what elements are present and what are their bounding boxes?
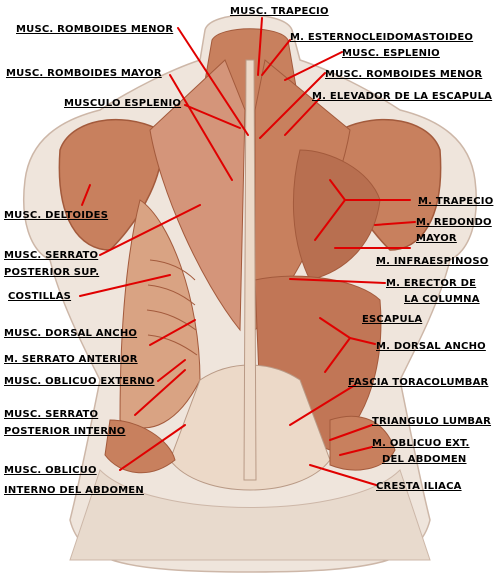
- leader-cresta: [309, 464, 377, 486]
- leader-serrato-sup: [99, 204, 201, 256]
- label-dorsal-ancho-right: M. DORSAL ANCHO: [376, 341, 486, 352]
- label-costillas: COSTILLAS: [8, 291, 72, 302]
- left-trapezius-muscle: [149, 59, 246, 332]
- label-triangulo-lumbar: TRIANGULO LUMBAR: [372, 416, 492, 427]
- label-erector-line1: M. ERECTOR DE: [386, 278, 477, 289]
- label-escapula: ESCAPULA: [362, 314, 423, 325]
- label-romboides-menor-right: MUSC. ROMBOIDES MENOR: [325, 69, 483, 80]
- leader-dorsal-r2: [349, 337, 376, 345]
- leader-erector: [289, 278, 386, 284]
- leader-serrato-int: [134, 369, 186, 416]
- leader-deltoides: [81, 184, 91, 206]
- right-oblique-muscle: [329, 415, 396, 471]
- leader-trapecio-r1: [329, 179, 346, 201]
- label-oblicuo-int-line2: INTERNO DEL ABDOMEN: [4, 485, 144, 496]
- spine: [243, 59, 257, 481]
- leader-oblicuo-ext-r: [339, 446, 373, 456]
- rib-lines: [146, 259, 198, 356]
- label-esplenio-right: MUSC. ESPLENIO: [342, 48, 440, 59]
- left-rib-region: [119, 199, 201, 429]
- leader-serrato-ant: [149, 319, 196, 346]
- leader-redondo: [374, 221, 416, 226]
- label-oblicuo-ext-right-line2: DEL ABDOMEN: [382, 454, 467, 465]
- leader-lines: [79, 17, 416, 486]
- label-fascia-toracolumbar: FASCIA TORACOLUMBAR: [348, 377, 489, 388]
- label-esplenio-left: MUSCULO ESPLENIO: [64, 98, 182, 109]
- left-oblique-muscle: [104, 419, 176, 474]
- label-oblicuo-int-line1: MUSC. OBLICUO: [4, 465, 97, 476]
- leader-esplenio-r: [284, 51, 343, 81]
- label-esternocleidomastoideo: M. ESTERNOCLEIDOMASTOIDEO: [290, 32, 474, 43]
- label-infraespinoso: M. INFRAESPINOSO: [376, 256, 489, 267]
- label-redondo-line2: MAYOR: [416, 233, 457, 244]
- label-deltoides: MUSC. DELTOIDES: [4, 210, 109, 221]
- leader-romboides-mayor-l: [169, 74, 233, 181]
- label-erector-line2: LA COLUMNA: [404, 294, 480, 305]
- label-serrato-sup-line1: MUSC. SERRATO: [4, 250, 99, 261]
- label-elevador-escapula: M. ELEVADOR DE LA ESCAPULA: [312, 91, 493, 102]
- label-romboides-menor-left: MUSC. ROMBOIDES MENOR: [16, 24, 174, 35]
- pelvis-region: [69, 469, 431, 561]
- label-redondo-line1: M. REDONDO: [416, 217, 492, 228]
- label-trapecio-right: M. TRAPECIO: [418, 196, 494, 207]
- label-oblicuo-ext-right-line1: M. OBLICUO EXT.: [372, 438, 470, 449]
- leader-oblicuo-ext-l: [157, 359, 186, 382]
- leader-trapecio-top: [257, 17, 263, 76]
- leader-fascia: [289, 384, 356, 426]
- label-serrato-int-line2: POSTERIOR INTERNO: [4, 426, 126, 437]
- label-trapecio-top: MUSC. TRAPECIO: [230, 6, 329, 17]
- label-dorsal-ancho-left: MUSC. DORSAL ANCHO: [4, 328, 138, 339]
- leader-triangulo: [329, 424, 373, 441]
- leader-romboides-menor-l: [177, 27, 249, 136]
- leader-romboides-menor-r: [259, 72, 326, 139]
- leader-esternocleido: [261, 39, 291, 76]
- label-serrato-sup-line2: POSTERIOR SUP.: [4, 267, 100, 278]
- label-cresta-iliaca: CRESTA ILIACA: [376, 481, 462, 492]
- leader-trapecio-r3: [314, 199, 346, 241]
- label-serrato-int-line1: MUSC. SERRATO: [4, 409, 99, 420]
- label-oblicuo-externo-left: MUSC. OBLICUO EXTERNO: [4, 376, 155, 387]
- leader-dorsal-r3: [324, 337, 351, 373]
- leader-elevador: [284, 97, 321, 136]
- leader-oblicuo-int: [119, 424, 186, 471]
- leader-esplenio-l: [184, 104, 241, 129]
- leader-costillas: [79, 274, 171, 297]
- leader-dorsal-r1: [319, 317, 351, 339]
- label-serrato-anterior: M. SERRATO ANTERIOR: [4, 354, 138, 365]
- label-romboides-mayor-left: MUSC. ROMBOIDES MAYOR: [6, 68, 162, 79]
